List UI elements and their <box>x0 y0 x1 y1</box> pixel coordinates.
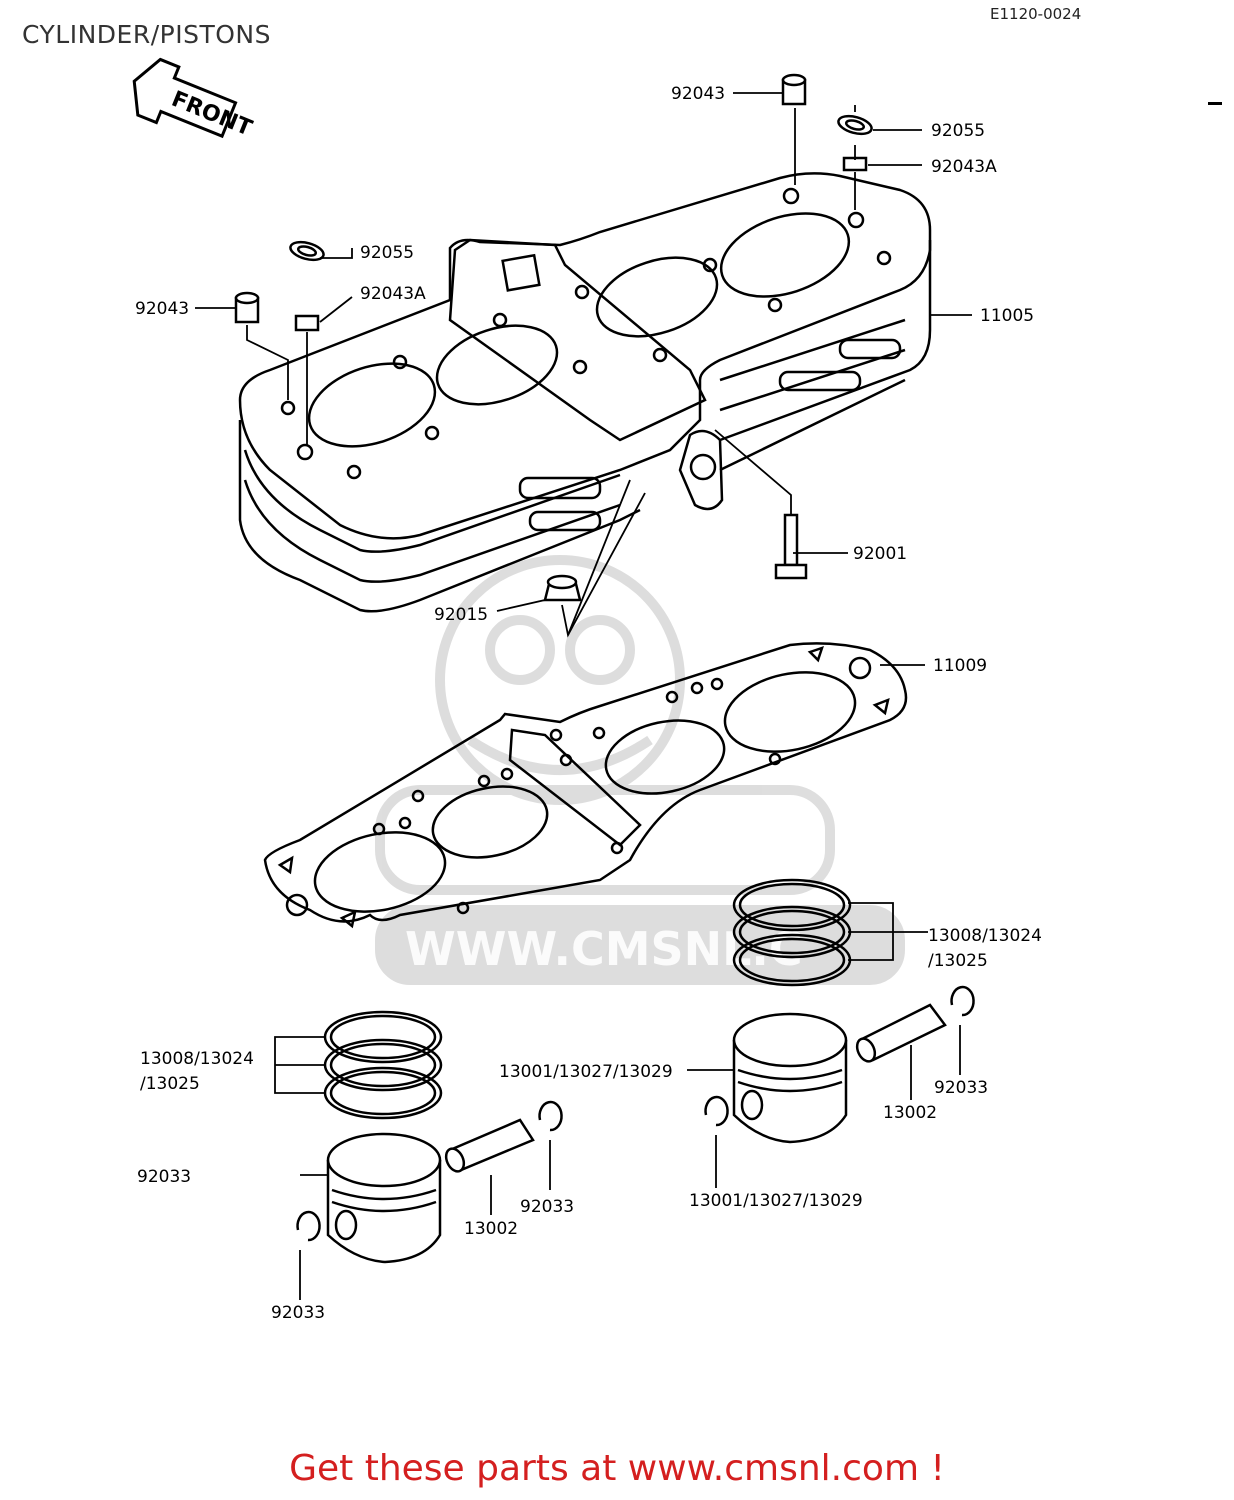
bolt-92001 <box>774 513 808 580</box>
edge-mark <box>1208 102 1222 105</box>
footer-link[interactable]: Get these parts at www.cmsnl.com ! <box>289 1448 945 1489</box>
callout-92055-top: 92055 <box>931 121 985 141</box>
callout-rings-right-2: /13025 <box>928 951 988 971</box>
drawing-code: E1120-0024 <box>990 5 1082 23</box>
callout-92043-left: 92043 <box>135 299 189 319</box>
callout-piston-right: 13001/13027/13029 <box>499 1062 673 1082</box>
callout-pin-right: 13002 <box>883 1103 937 1123</box>
piston-pins <box>444 1003 947 1173</box>
callout-rings-left-1: 13008/13024 <box>140 1049 254 1069</box>
callout-rings-right-1: 13008/13024 <box>928 926 1042 946</box>
callout-92001: 92001 <box>853 544 907 564</box>
circlips <box>296 985 975 1242</box>
dowel-pins <box>234 73 807 324</box>
nut-92015 <box>543 574 582 602</box>
cylinder-base-gasket <box>263 642 908 929</box>
callout-92015: 92015 <box>434 605 488 625</box>
callout-11005: 11005 <box>980 306 1034 326</box>
callout-pin-left: 13002 <box>464 1219 518 1239</box>
leader-lines <box>195 92 972 1300</box>
callout-circlip-left-outer: 92033 <box>520 1197 574 1217</box>
callout-rings-left-2: /13025 <box>140 1074 200 1094</box>
callout-11009: 11009 <box>933 656 987 676</box>
front-arrow-icon: FRONT <box>132 57 255 141</box>
callout-circlip-right-outer: 92033 <box>934 1078 988 1098</box>
callout-circlip-right-inner: 13001/13027/13029 <box>689 1191 863 1211</box>
callout-circlip-left-inner: 92033 <box>271 1303 325 1323</box>
piston-rings-left <box>323 1010 443 1120</box>
o-rings-and-washers <box>289 114 873 332</box>
piston-left <box>326 1132 442 1264</box>
exploded-parts-diagram: WWW.CMSNL.C FRONT <box>132 57 1222 1323</box>
callout-92043a-left: 92043A <box>360 284 426 304</box>
callout-92043a-top: 92043A <box>931 157 997 177</box>
piston-right <box>732 1012 848 1144</box>
diagram-title: CYLINDER/PISTONS <box>22 20 271 49</box>
callout-92055-left: 92055 <box>360 243 414 263</box>
cylinder-block <box>238 172 932 613</box>
callout-92043-top: 92043 <box>671 84 725 104</box>
callout-piston-left: 92033 <box>137 1167 191 1187</box>
